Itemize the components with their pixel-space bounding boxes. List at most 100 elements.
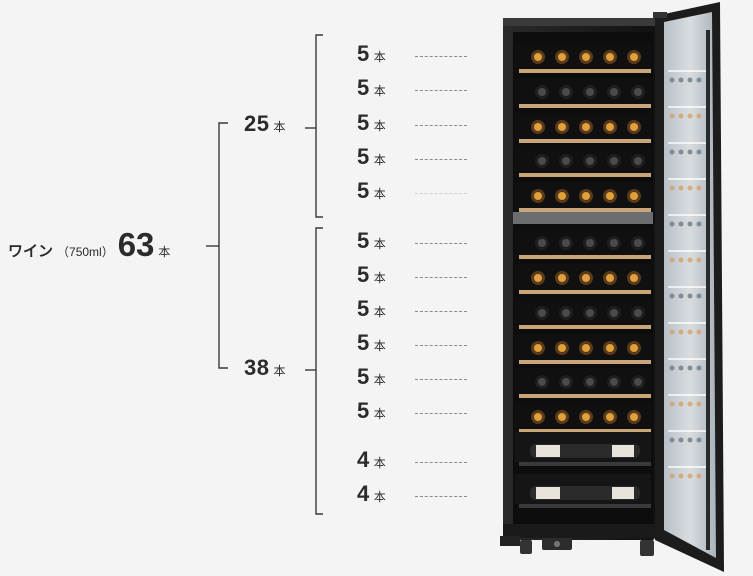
glass-reflection bbox=[668, 358, 708, 360]
bottle-cap bbox=[630, 123, 638, 131]
glass-reflection bbox=[668, 322, 708, 324]
bottle-cap bbox=[562, 309, 570, 317]
shelf-wood-front bbox=[519, 173, 651, 177]
bottle-cap bbox=[538, 157, 546, 165]
shelf-unit: 本 bbox=[373, 84, 386, 98]
bottle-cap bbox=[634, 157, 642, 165]
reflected-bottle bbox=[696, 329, 702, 335]
group-count: 25 bbox=[244, 111, 270, 136]
shelf-unit: 本 bbox=[373, 153, 386, 167]
bottle-cap bbox=[562, 157, 570, 165]
bottle-cap bbox=[606, 123, 614, 131]
shelf-label: 5 本 bbox=[357, 110, 386, 136]
shelf-count: 5 bbox=[357, 41, 370, 66]
reflected-bottle bbox=[687, 149, 693, 155]
reflected-bottle bbox=[696, 401, 702, 407]
bottle-label bbox=[612, 487, 634, 499]
shelf-count: 5 bbox=[357, 178, 370, 203]
shelf-unit: 本 bbox=[373, 407, 386, 421]
shelf-rack bbox=[519, 462, 651, 466]
cabinet-foot bbox=[640, 540, 654, 556]
shelf-wood-front bbox=[519, 360, 651, 364]
reflected-bottle bbox=[669, 437, 675, 443]
shelf-leader bbox=[415, 345, 467, 346]
bottle-cap bbox=[606, 344, 614, 352]
bottle-cap bbox=[606, 192, 614, 200]
reflected-bottle bbox=[696, 221, 702, 227]
bottle-cap bbox=[586, 239, 594, 247]
bottle-cap bbox=[586, 378, 594, 386]
reflected-bottle bbox=[669, 473, 675, 479]
reflected-bottle bbox=[687, 473, 693, 479]
glass-door-pane bbox=[664, 12, 716, 558]
bottle-label bbox=[612, 445, 634, 457]
bottle-cap bbox=[534, 274, 542, 282]
bottle-cap bbox=[534, 192, 542, 200]
bottle-cap bbox=[534, 413, 542, 421]
bottle-label bbox=[536, 445, 560, 457]
reflected-bottle bbox=[696, 149, 702, 155]
total-subtitle: （750ml） bbox=[57, 245, 114, 259]
shelf-leader bbox=[415, 311, 467, 312]
group-count: 38 bbox=[244, 355, 270, 380]
cabinet-foot bbox=[520, 540, 532, 554]
reflected-bottle bbox=[696, 293, 702, 299]
bottle-cap bbox=[634, 88, 642, 96]
bottle-cap bbox=[634, 378, 642, 386]
reflected-bottle bbox=[696, 185, 702, 191]
bottle-cap bbox=[558, 274, 566, 282]
group-unit: 本 bbox=[273, 364, 286, 378]
shelf-unit: 本 bbox=[373, 187, 386, 201]
reflected-bottle bbox=[696, 473, 702, 479]
shelf-unit: 本 bbox=[373, 490, 386, 504]
shelf-label: 5 本 bbox=[357, 398, 386, 424]
reflected-bottle bbox=[696, 365, 702, 371]
group-label-upper: 25 本 bbox=[244, 111, 286, 137]
reflected-bottle bbox=[669, 77, 675, 83]
bottle-label bbox=[536, 487, 560, 499]
shelf-label: 5 本 bbox=[357, 178, 386, 204]
shelf-wood-front bbox=[519, 139, 651, 143]
bottle-cap bbox=[610, 157, 618, 165]
shelf-count: 5 bbox=[357, 262, 370, 287]
bottle-cap bbox=[558, 123, 566, 131]
bottle-cap bbox=[586, 309, 594, 317]
glass-reflection bbox=[668, 430, 708, 432]
bottle-cap bbox=[634, 309, 642, 317]
shelf-label: 5 本 bbox=[357, 41, 386, 67]
shelf-leader bbox=[415, 159, 467, 160]
reflected-bottle bbox=[669, 257, 675, 263]
shelf-unit: 本 bbox=[373, 456, 386, 470]
glass-reflection bbox=[668, 214, 708, 216]
shelves-group bbox=[515, 43, 651, 508]
shelf-wood-front bbox=[519, 208, 651, 212]
reflected-bottle bbox=[696, 257, 702, 263]
shelf-label: 5 本 bbox=[357, 228, 386, 254]
bottle-cap bbox=[538, 309, 546, 317]
shelf-label: 5 本 bbox=[357, 75, 386, 101]
bottle-cap bbox=[610, 88, 618, 96]
shelf-leader bbox=[415, 413, 467, 414]
reflected-bottle bbox=[669, 365, 675, 371]
zone-divider bbox=[513, 212, 653, 224]
shelf-leader bbox=[415, 379, 467, 380]
reflected-bottle bbox=[678, 329, 684, 335]
bottle-cap bbox=[562, 88, 570, 96]
door-handle[interactable] bbox=[706, 30, 710, 550]
shelf-label: 5 本 bbox=[357, 364, 386, 390]
bottle-cap bbox=[630, 192, 638, 200]
bottle-cap bbox=[534, 123, 542, 131]
reflected-bottle bbox=[669, 185, 675, 191]
reflected-bottle bbox=[687, 293, 693, 299]
door-hinge bbox=[653, 12, 667, 18]
bottle-cap bbox=[610, 309, 618, 317]
shelf-label: 4 本 bbox=[357, 481, 386, 507]
shelf-count: 4 bbox=[357, 481, 370, 506]
shelf-label: 4 本 bbox=[357, 447, 386, 473]
lock-keyhole bbox=[554, 541, 560, 547]
cabinet-foot bbox=[500, 536, 520, 546]
reflected-bottle bbox=[687, 365, 693, 371]
bottle-cap bbox=[534, 344, 542, 352]
